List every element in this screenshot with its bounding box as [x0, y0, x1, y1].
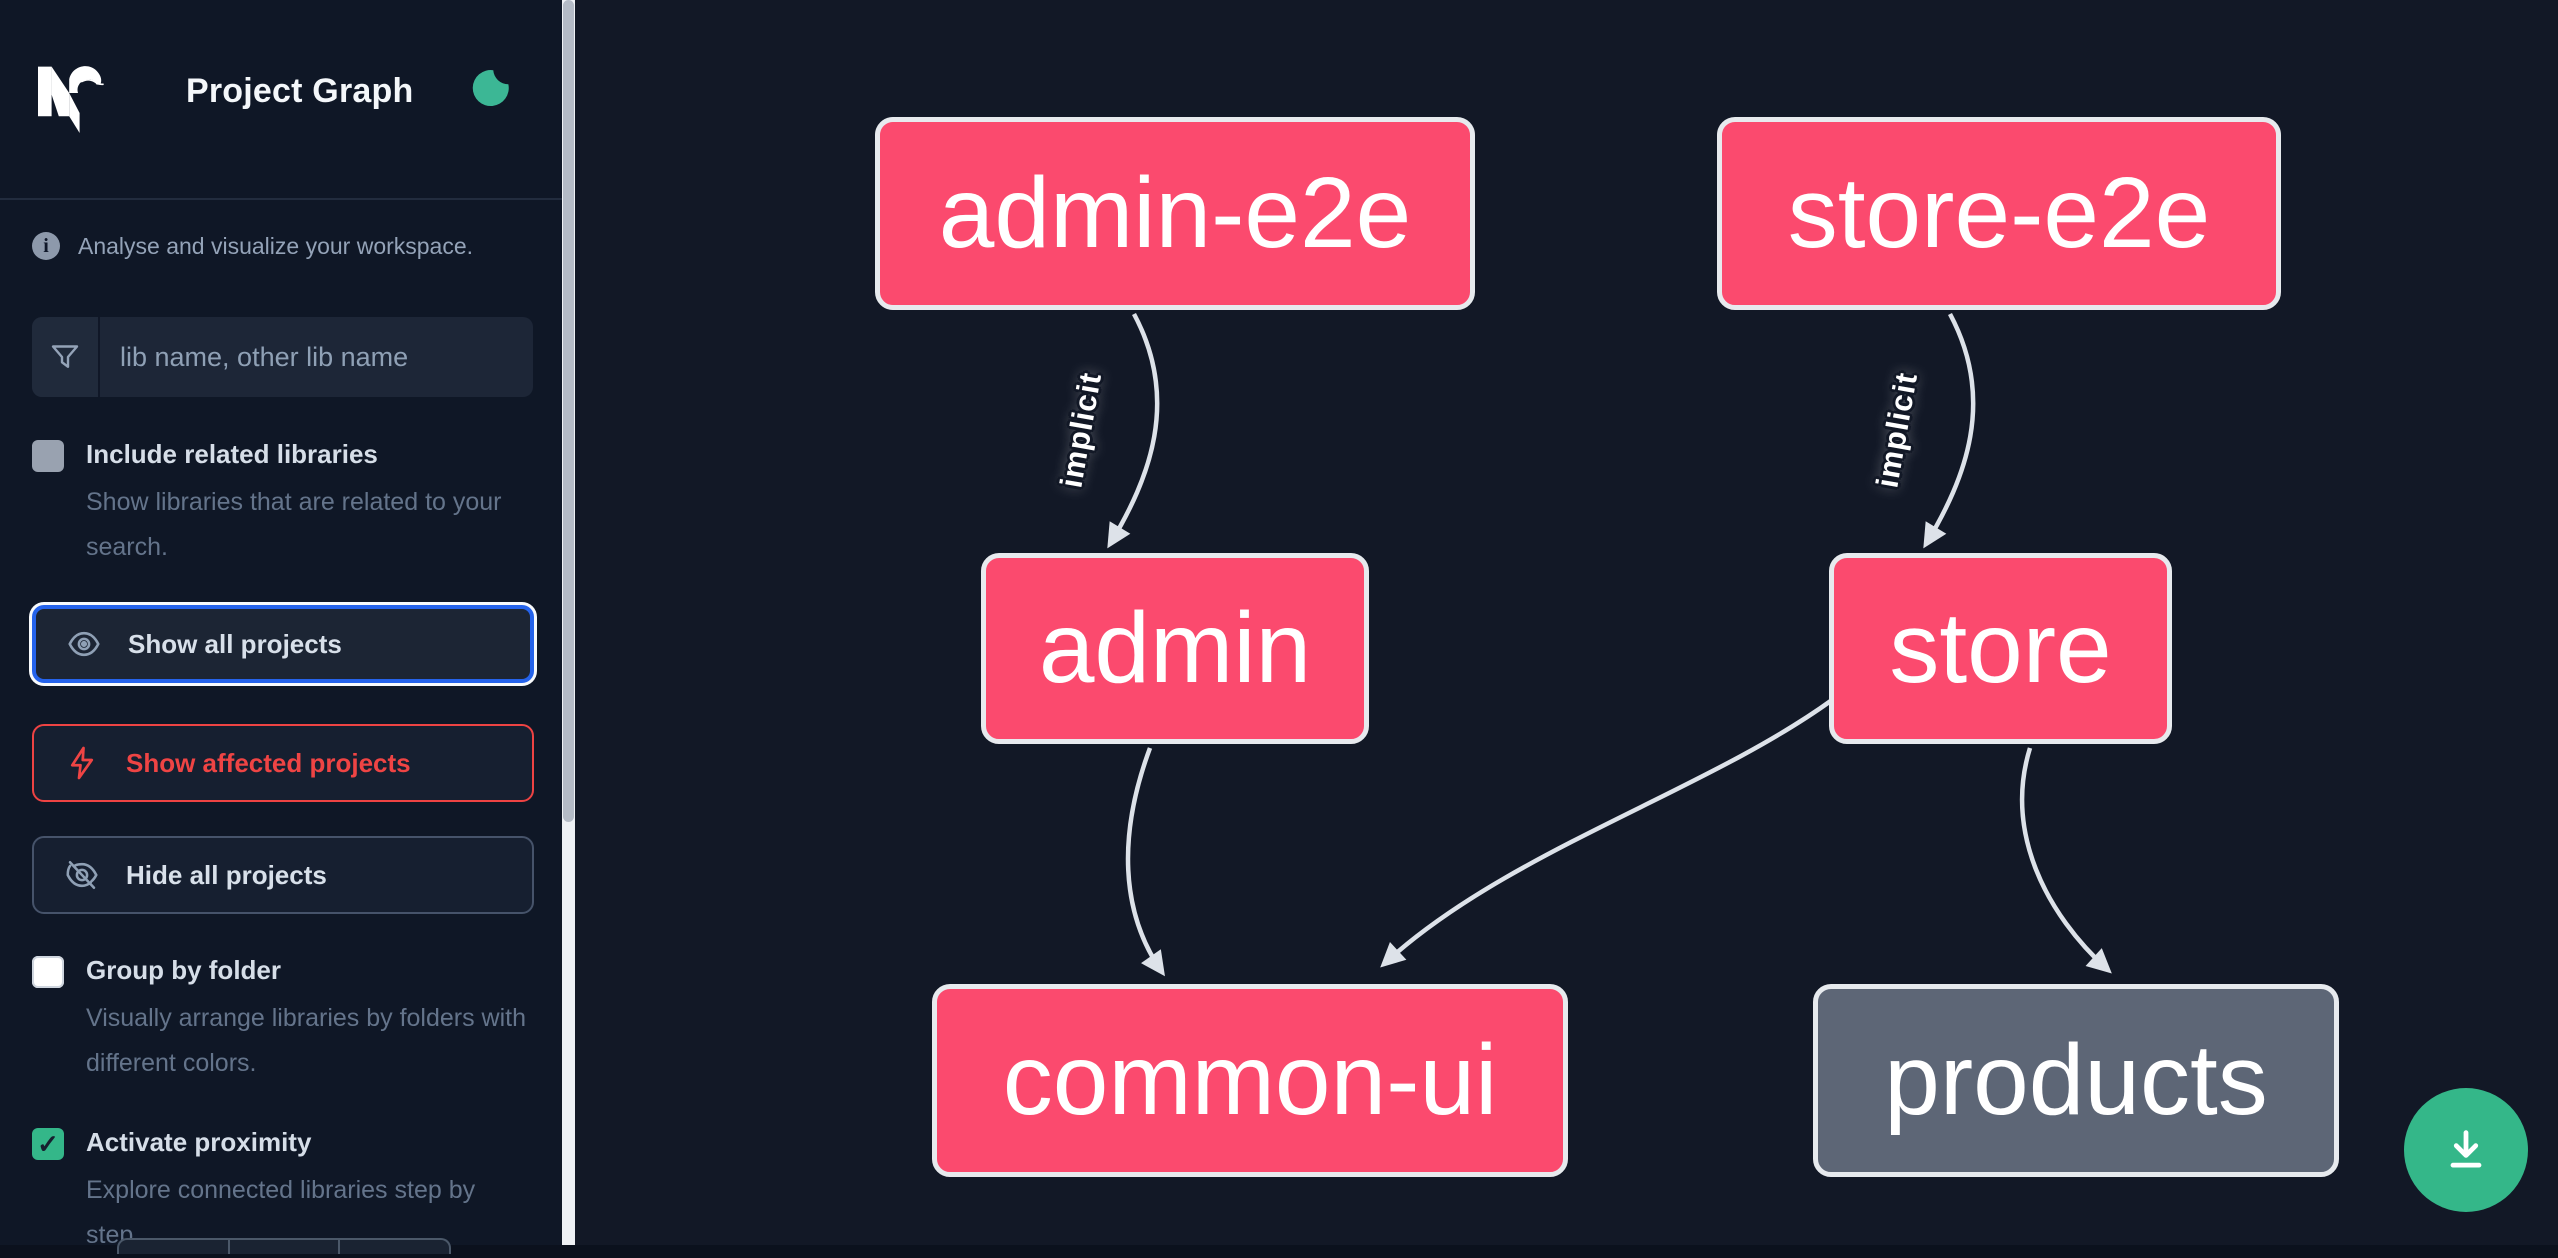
node-label: admin-e2e [938, 157, 1412, 269]
group-by-folder-label: Group by folder [86, 955, 281, 985]
sidebar-divider [0, 198, 562, 200]
activate-proximity-description: Explore connected libraries step by step… [86, 1175, 476, 1249]
sidebar-scrollbar-thumb[interactable] [563, 0, 574, 822]
include-related-description: Show libraries that are related to your … [86, 487, 502, 561]
graph-node-store-e2e[interactable]: store-e2e [1717, 117, 2281, 310]
graph-node-products[interactable]: products [1813, 984, 2339, 1177]
hide-all-projects-button[interactable]: Hide all projects [32, 836, 534, 914]
graph-node-common-ui[interactable]: common-ui [932, 984, 1568, 1177]
node-label: common-ui [1002, 1024, 1498, 1136]
group-by-folder-description: Visually arrange libraries by folders wi… [86, 1003, 527, 1077]
group-by-folder-row: Group by folder Visually arrange librari… [32, 954, 526, 1086]
show-affected-projects-label: Show affected projects [126, 747, 411, 778]
activate-proximity-label: Activate proximity [86, 1127, 312, 1157]
node-label: products [1884, 1024, 2268, 1136]
filter-icon-cell [32, 317, 100, 397]
nx-logo-icon [38, 66, 104, 133]
info-text: Analyse and visualize your workspace. [78, 232, 474, 259]
edge-store-to-products[interactable] [2020, 747, 2112, 974]
stepper-increment[interactable] [340, 1240, 449, 1254]
edge-admin-e2e-to-admin[interactable] [1107, 312, 1160, 549]
show-all-projects-label: Show all projects [128, 628, 342, 659]
checkmark-icon: ✓ [37, 1129, 59, 1159]
sidebar-scrollbar[interactable] [562, 0, 575, 1245]
graph-node-store[interactable]: store [1829, 553, 2172, 744]
search-input[interactable] [100, 317, 533, 397]
moon-icon [472, 70, 509, 107]
search-box [32, 317, 533, 397]
workspace-info: i Analyse and visualize your workspace. [32, 232, 473, 260]
group-by-folder-checkbox[interactable] [32, 956, 64, 988]
edge-store-to-common-ui[interactable] [1380, 698, 1834, 968]
include-related-checkbox[interactable] [32, 440, 64, 472]
page-title: Project Graph [186, 72, 414, 110]
brand [30, 50, 110, 140]
show-all-projects-button[interactable]: Show all projects [32, 605, 534, 683]
filter-funnel-icon [51, 345, 79, 368]
sidebar: Project Graph i Analyse and visualize yo… [0, 0, 562, 1254]
proximity-stepper-control[interactable] [117, 1238, 451, 1254]
edge-store-e2e-to-store[interactable] [1923, 312, 1976, 549]
show-affected-projects-button[interactable]: Show affected projects [32, 724, 534, 802]
include-related-label: Include related libraries [86, 439, 378, 469]
eye-icon [68, 631, 100, 657]
download-image-button[interactable] [2404, 1088, 2528, 1212]
info-icon: i [32, 232, 60, 260]
activate-proximity-checkbox[interactable]: ✓ [32, 1128, 64, 1160]
lightning-bolt-icon [70, 746, 94, 780]
stepper-value [230, 1240, 341, 1254]
edge-admin-to-common-ui[interactable] [1125, 747, 1165, 977]
include-related-row: Include related libraries Show libraries… [32, 438, 526, 570]
node-label: store [1889, 592, 2112, 704]
node-label: admin [1038, 592, 1312, 704]
activate-proximity-row: ✓ Activate proximity Explore connected l… [32, 1126, 506, 1258]
download-icon [2450, 1130, 2482, 1168]
hide-all-projects-label: Hide all projects [126, 859, 327, 890]
eye-off-icon [66, 860, 98, 890]
graph-node-admin-e2e[interactable]: admin-e2e [875, 117, 1475, 310]
dark-mode-toggle[interactable] [468, 64, 512, 108]
graph-node-admin[interactable]: admin [981, 553, 1369, 744]
stepper-decrement[interactable] [119, 1240, 230, 1254]
node-label: store-e2e [1787, 157, 2211, 269]
